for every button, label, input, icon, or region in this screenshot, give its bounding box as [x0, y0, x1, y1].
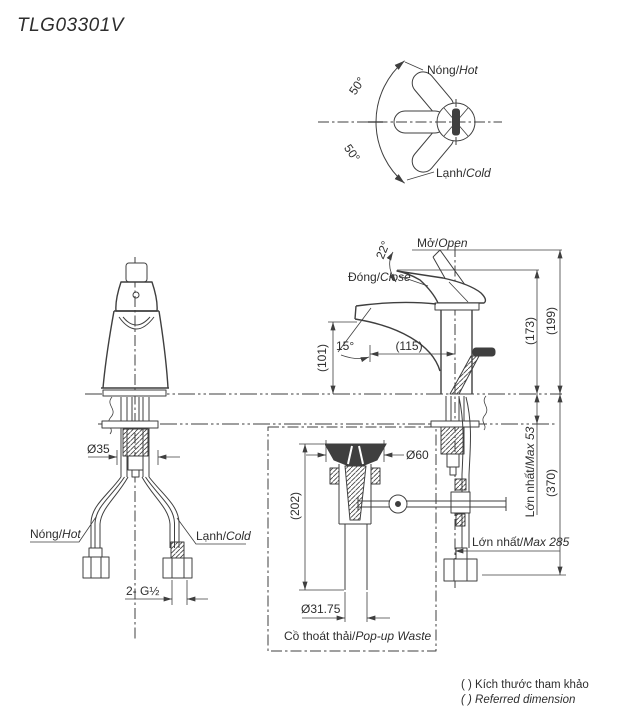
close-label: Đóng/Close — [348, 270, 411, 284]
dim-pipe-dia: Ø31.75 — [301, 602, 341, 616]
dim-115: (115) — [395, 339, 422, 353]
popup-waste-label: Cồ thoát thải/Pop-up Waste — [284, 629, 432, 643]
spout-angle-label: 15° — [336, 339, 354, 353]
dim-shank-dia: Ø35 — [87, 442, 110, 456]
waste-tailpipe — [344, 524, 368, 590]
waste-flange — [324, 443, 387, 467]
mounting-nut-front — [122, 428, 149, 457]
hot-hose-nut — [82, 556, 110, 579]
handle-top-front — [125, 262, 148, 283]
faucet-front-view — [82, 257, 193, 641]
handle-front — [115, 281, 158, 312]
lever-edge — [452, 108, 460, 136]
note-english: ( ) Referred dimension — [461, 694, 575, 706]
dim-199: (199) — [544, 307, 558, 335]
below-counter-dimensions: Lớn nhất/Max 53 (370) Lớn nhất/Max 285 — [455, 394, 570, 576]
front-cold-label: Lạnh/Cold — [196, 529, 251, 543]
popup-waste-box — [267, 426, 437, 652]
dim-max-deck: Lớn nhất/Max 53 — [523, 426, 537, 517]
body-front-sides — [102, 310, 169, 389]
supply-hose-side — [458, 396, 471, 548]
side-view-dimensions: Mở/Open Đóng/Close 22° 15° (101) (115) (… — [315, 236, 563, 394]
spout-outline — [354, 301, 441, 372]
dim-thread: 2- G½ — [126, 584, 159, 598]
hot-hose — [90, 476, 129, 552]
front-hot-label: Nóng/Hot — [30, 527, 81, 541]
cold-hose-nut — [162, 557, 193, 579]
dim-370: (370) — [544, 469, 558, 497]
handle-rotation-top-view: 50° 50° Nóng/Hot Lạnh/Cold — [318, 60, 502, 184]
dim-173: (173) — [523, 317, 537, 345]
cold-hose — [141, 476, 180, 548]
angle-upper-label: 50° — [346, 74, 368, 97]
handle-closed — [396, 270, 487, 304]
angle-lower-label: 50° — [341, 142, 363, 165]
dim-flange-dia: Ø60 — [406, 448, 429, 462]
popup-horizontal-rod — [357, 497, 507, 511]
mounting-nut-side — [440, 426, 465, 455]
reference-note: ( ) Kích thước tham khảo ( ) Referred di… — [461, 679, 589, 706]
base-front — [102, 389, 167, 397]
popup-lift-rod — [449, 355, 480, 395]
popup-waste-detail: Ø60 (202) Ø31.75 Cồ thoát thải/Pop-up Wa… — [267, 426, 507, 652]
open-angle-label: 22° — [373, 239, 393, 261]
dim-max-rod: Lớn nhất/Max 285 — [472, 535, 570, 549]
dim-101: (101) — [315, 344, 329, 372]
page-title: TLG03301V — [17, 15, 126, 36]
faucet-side-view — [354, 246, 496, 588]
front-view-dimensions: Ø35 Nóng/Hot Lạnh/Cold 2- G½ — [30, 442, 251, 605]
top-hot-label: Nóng/Hot — [427, 63, 478, 77]
counter-lines — [85, 393, 562, 435]
mounting-bracket-front — [101, 420, 159, 429]
shank-nut-side — [443, 558, 478, 582]
body-flange — [434, 302, 480, 311]
mounting-washer-side — [430, 420, 480, 428]
popup-knob — [472, 347, 496, 357]
break-symbol-left — [108, 396, 114, 435]
note-vietnamese: ( ) Kích thước tham khảo — [461, 679, 589, 691]
break-symbol-right — [482, 395, 488, 431]
dim-202: (202) — [288, 492, 302, 520]
handle-screw — [132, 291, 140, 299]
open-label: Mở/Open — [417, 236, 468, 250]
spout-front-lip — [118, 316, 155, 330]
top-cold-label: Lạnh/Cold — [436, 166, 491, 180]
